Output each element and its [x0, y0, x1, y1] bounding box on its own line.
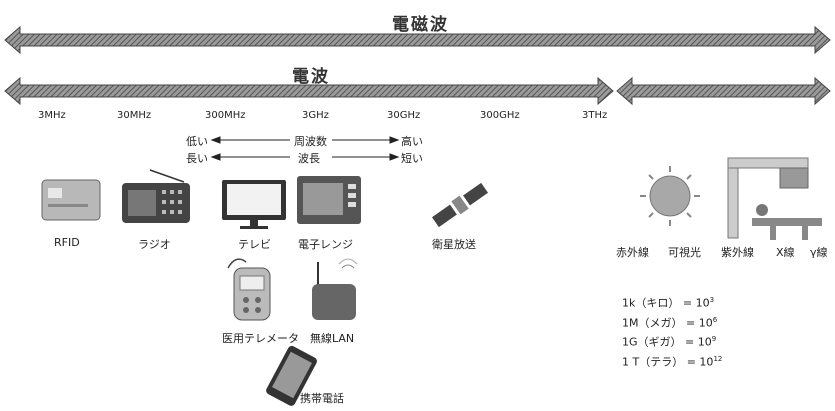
- sun-icon: [640, 166, 700, 226]
- unit-row: 1M（メガ） = 106: [622, 315, 718, 330]
- device-label-wlan: 無線LAN: [310, 332, 355, 345]
- freq-tick: 3GHz: [302, 110, 329, 121]
- device-label-rfid: RFID: [54, 236, 80, 249]
- radio-icon: [122, 169, 190, 223]
- freq-tick: 30MHz: [117, 110, 152, 121]
- device-label-telemeter: 医用テレメータ: [222, 332, 299, 345]
- freq-label: 周波数: [294, 135, 327, 148]
- unit-row: 1G（ギガ） = 109: [622, 335, 717, 349]
- mobile-phone-icon: [266, 345, 317, 406]
- freq-tick: 300GHz: [480, 110, 520, 121]
- device-label-microwave: 電子レンジ: [298, 238, 353, 251]
- unit-row: 1k（キロ） = 103: [622, 296, 715, 310]
- frequency-arrows: [210, 136, 400, 161]
- freq-high-label: 高い: [401, 135, 423, 148]
- optical-label-xray: X線: [776, 246, 795, 259]
- electromagnetic-title: 電磁波: [392, 15, 449, 35]
- optical-label-visible: 可視光: [668, 246, 701, 259]
- wavelength-label: 波長: [298, 152, 320, 165]
- device-label-tv: テレビ: [238, 238, 271, 251]
- unit-row: 1 T（テラ） = 1012: [622, 354, 723, 369]
- optical-label-infrared: 赤外線: [616, 246, 649, 259]
- satellite-icon: [431, 182, 489, 228]
- wlan-router-icon: [312, 258, 358, 320]
- tv-icon: [222, 180, 286, 229]
- unit-prefix-list: 1k（キロ） = 103 1M（メガ） = 106 1G（ギガ） = 109 1…: [622, 292, 722, 371]
- freq-low-label: 低い: [186, 135, 208, 148]
- device-label-mobile: 携帯電話: [300, 392, 344, 405]
- radio-wave-arrow: [4, 76, 614, 106]
- freq-tick: 3THz: [582, 110, 608, 121]
- xray-machine-icon: [727, 157, 822, 240]
- electromagnetic-arrow: [4, 25, 831, 55]
- wavelength-long-label: 長い: [186, 152, 208, 165]
- telemeter-icon: [227, 258, 271, 321]
- optical-label-ultraviolet: 紫外線: [721, 246, 754, 259]
- device-label-satellite: 衛星放送: [432, 238, 476, 251]
- freq-tick: 300MHz: [205, 110, 246, 121]
- optical-label-gamma: γ線: [810, 246, 828, 259]
- freq-tick: 3MHz: [38, 110, 66, 121]
- freq-tick: 30GHz: [387, 110, 421, 121]
- device-label-radio: ラジオ: [138, 238, 171, 251]
- rfid-card-icon: [41, 179, 101, 221]
- optical-arrow: [616, 76, 831, 106]
- wavelength-short-label: 短い: [401, 152, 423, 165]
- radio-wave-title: 電波: [292, 67, 330, 87]
- microwave-icon: [297, 176, 361, 224]
